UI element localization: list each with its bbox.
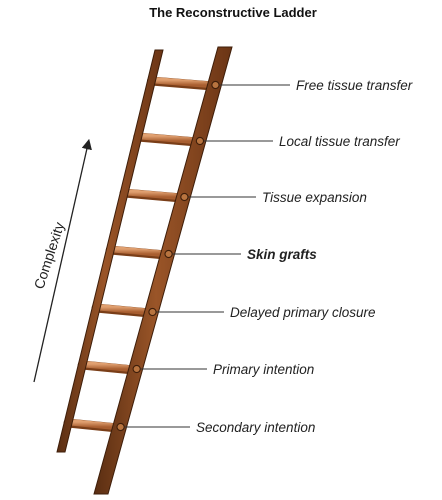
label-leader-lines [124, 84, 290, 428]
step-label: Free tissue transfer [296, 78, 413, 93]
step-label: Delayed primary closure [230, 305, 376, 320]
rung-bolt [148, 307, 157, 317]
step-label: Local tissue transfer [279, 134, 400, 149]
step-label: Tissue expansion [262, 190, 367, 205]
ladder-rung-highlight [106, 245, 169, 258]
rung-bolt [195, 136, 205, 146]
rung-bolt [116, 422, 125, 432]
rung-bolt [180, 192, 189, 202]
ladder-rung-highlight [134, 132, 201, 145]
ladder-rails [56, 46, 233, 495]
rung-bolt [164, 249, 173, 259]
ladder-rung-highlight [148, 76, 216, 89]
ladder-rung-highlight [78, 360, 137, 373]
ladder-rung-highlight [64, 418, 121, 431]
rung-bolt [211, 80, 220, 90]
step-label: Skin grafts [247, 247, 317, 262]
ladder-rung-highlight [92, 303, 153, 316]
ladder-left-rail [56, 49, 164, 453]
rung-bolt [132, 364, 141, 374]
ladder-right-rail [93, 46, 233, 495]
diagram-title: The Reconstructive Ladder [149, 5, 317, 20]
step-label: Secondary intention [196, 420, 315, 435]
ladder-rungs [63, 76, 217, 433]
ladder-rung-highlight [120, 188, 185, 201]
complexity-label: Complexity [31, 220, 68, 291]
complexity-arrow [33, 138, 92, 383]
step-label: Primary intention [213, 362, 314, 377]
ladder-bolts [116, 80, 220, 432]
